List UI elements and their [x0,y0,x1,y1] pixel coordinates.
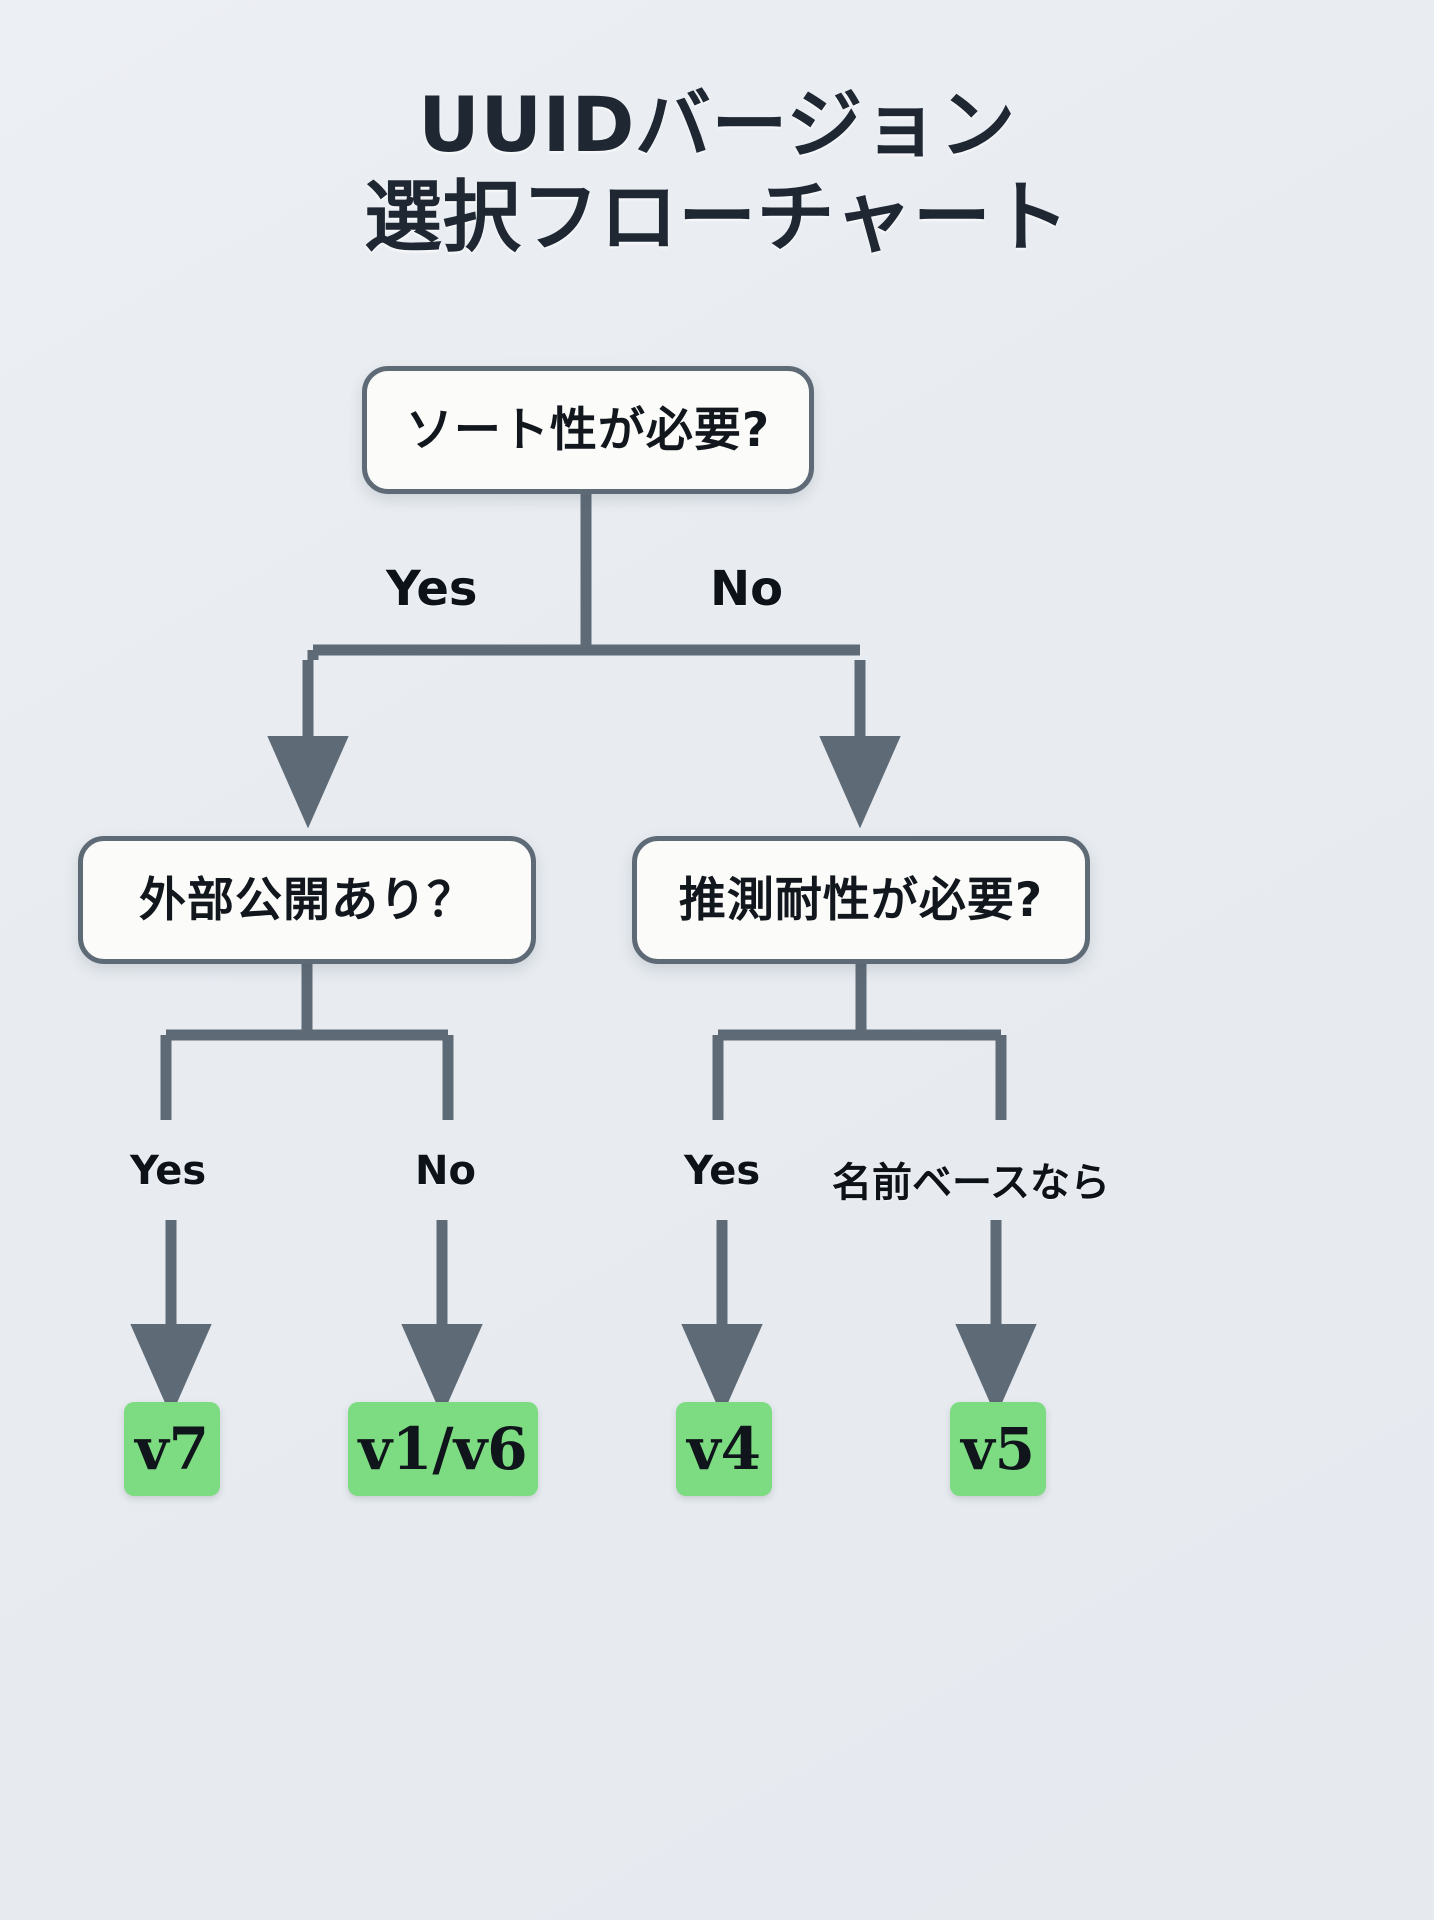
edge-label-root-no: No [710,561,784,617]
decision-node-guess-resistance-label: 推測耐性が必要? [678,872,1044,928]
terminal-node-v4[interactable]: v4 [676,1402,772,1496]
terminal-node-v1-v6[interactable]: v1/v6 [348,1402,538,1496]
terminal-node-v4-label: v4 [686,1415,762,1483]
decision-node-external-exposure-label: 外部公開あり？ [139,872,475,928]
page-title: UUIDバージョン 選択フローチャート [0,82,1434,262]
decision-node-root[interactable]: ソート性が必要? [362,366,814,494]
decision-node-external-exposure[interactable]: 外部公開あり？ [78,836,536,964]
edge-label-left-no: No [415,1148,476,1194]
decision-node-root-label: ソート性が必要? [405,402,771,458]
edge-label-left-yes: Yes [130,1148,207,1194]
decision-node-guess-resistance[interactable]: 推測耐性が必要? [632,836,1090,964]
edge-label-right-yes: Yes [684,1148,761,1194]
edge-label-root-yes: Yes [386,561,478,617]
page-title-line-2: 選択フローチャート [364,173,1070,264]
page-title-line-1: UUIDバージョン [418,80,1016,169]
terminal-node-v1-v6-label: v1/v6 [358,1415,528,1483]
edge-label-right-name-based: 名前ベースなら [832,1160,1110,1206]
terminal-node-v7-label: v7 [134,1415,210,1483]
terminal-node-v5[interactable]: v5 [950,1402,1046,1496]
terminal-node-v7[interactable]: v7 [124,1402,220,1496]
terminal-node-v5-label: v5 [960,1415,1036,1483]
